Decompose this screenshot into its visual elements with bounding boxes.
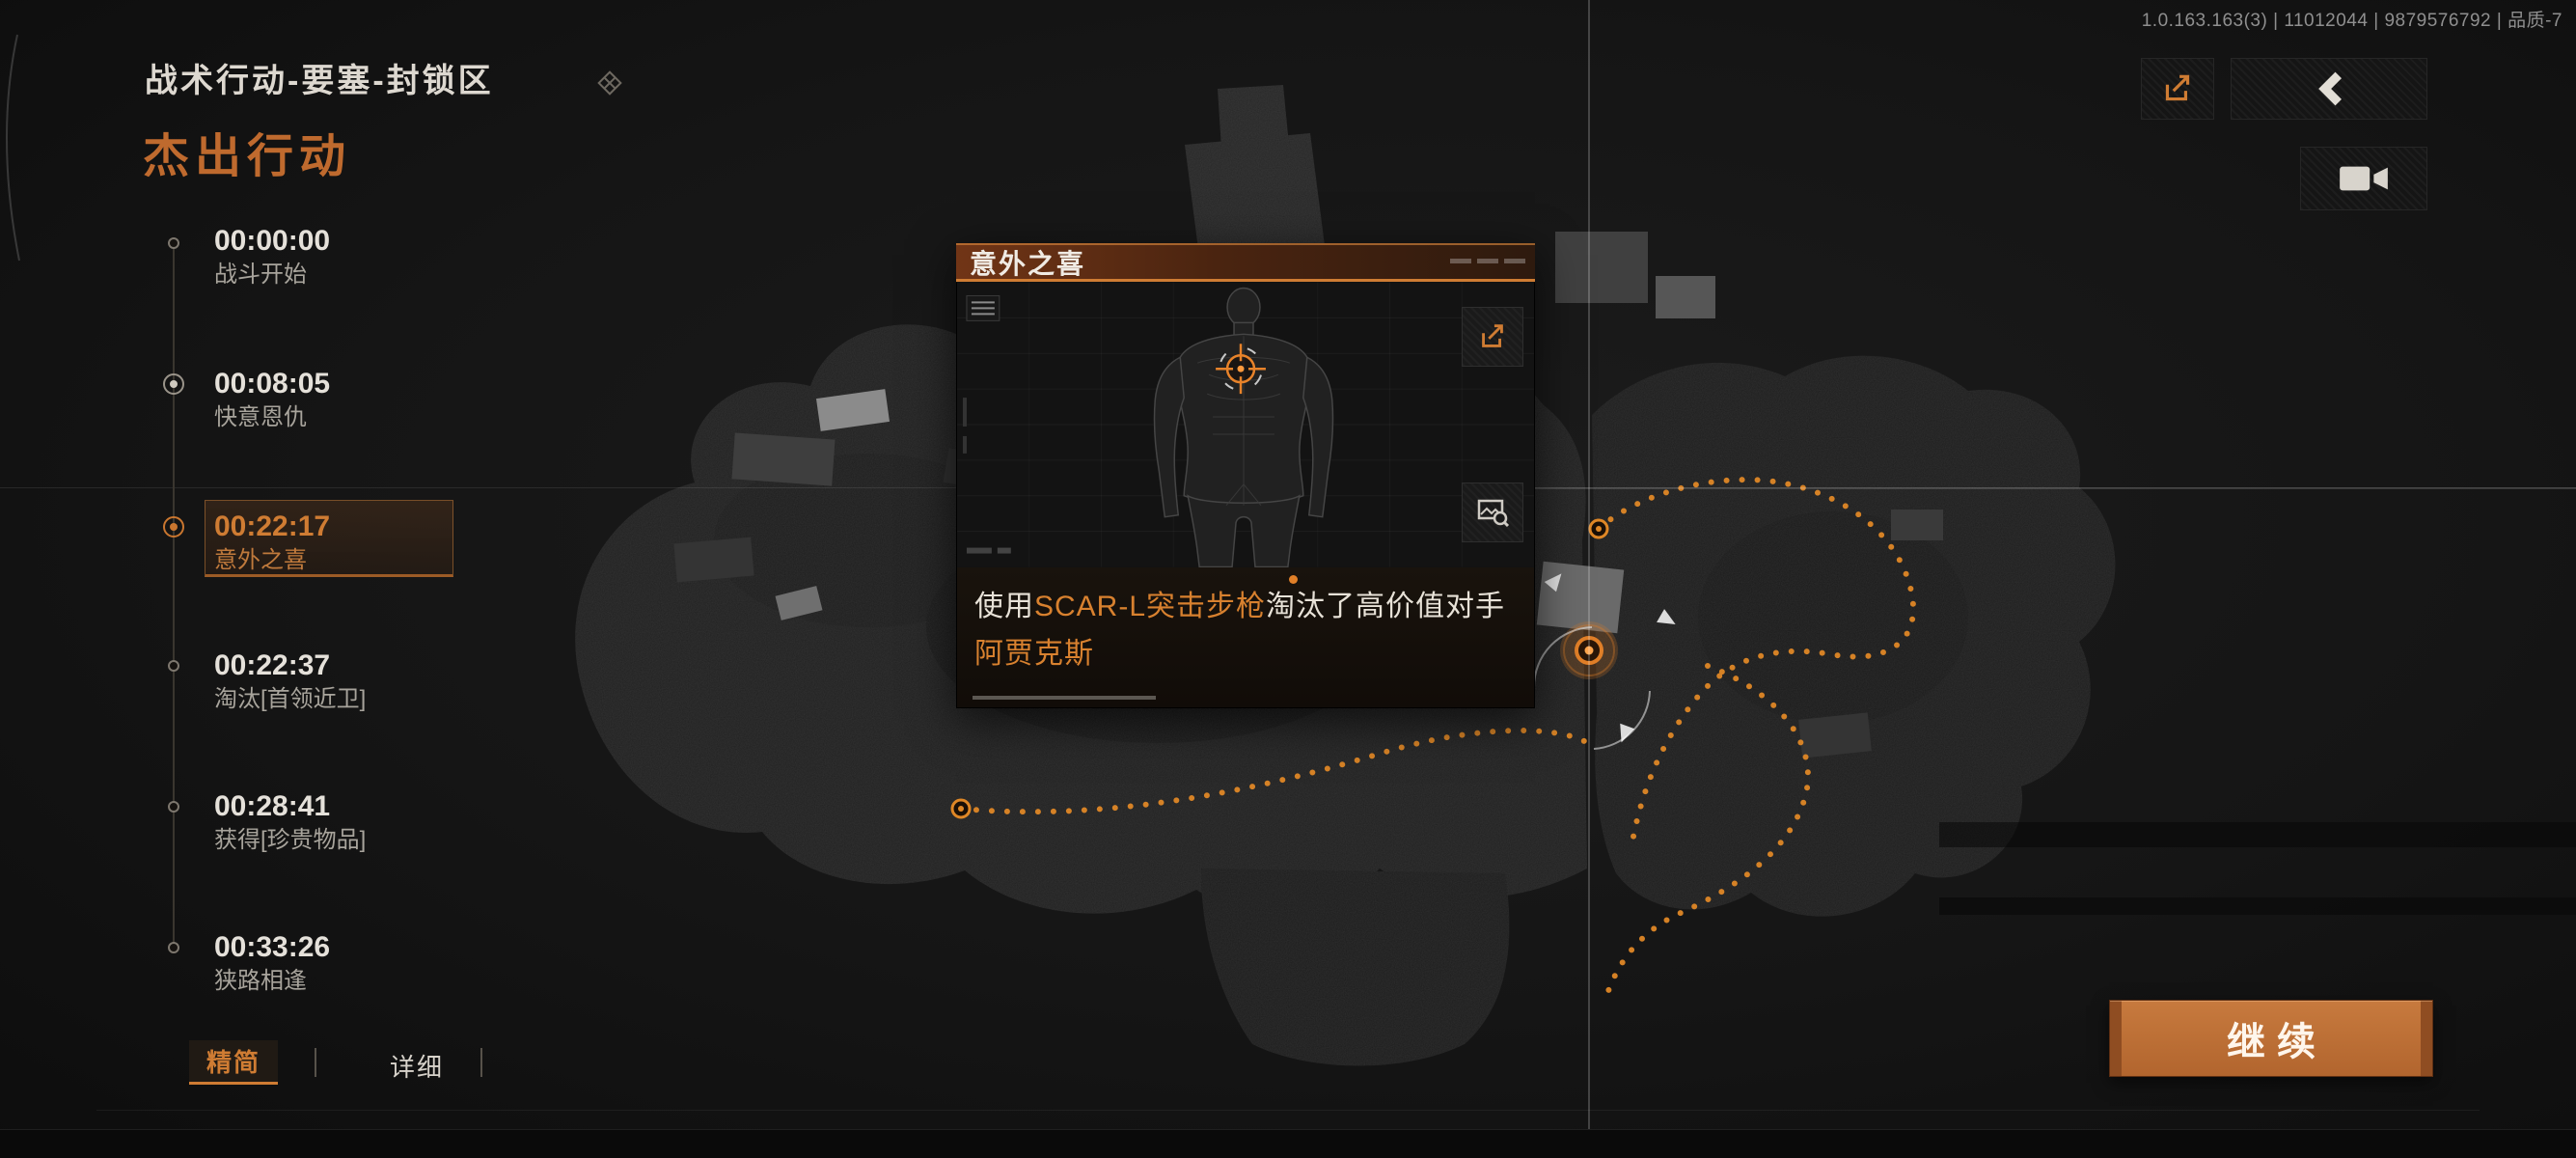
movement-trails xyxy=(958,477,1917,1003)
match-rating-title: 杰出行动 xyxy=(143,131,352,182)
event-time: 00:08:05 xyxy=(214,368,331,400)
tab-detailed[interactable]: 详细 xyxy=(389,1052,444,1082)
crosshair-vertical-line xyxy=(1588,0,1590,1158)
caption-text: 淘汰了高价值对手 xyxy=(1266,591,1506,622)
hit-diagram-panel xyxy=(956,282,1535,567)
event-label: 淘汰[首领近卫] xyxy=(214,686,367,712)
reticle-icon xyxy=(1216,344,1266,395)
build-version-text: 1.0.163.163(3) | 11012044 | 9879576792 |… xyxy=(2141,11,2562,31)
timeline-dot xyxy=(168,660,179,672)
timeline-item-revenge[interactable]: 00:08:05 快意恩仇 xyxy=(214,367,330,432)
share-arrow-icon xyxy=(1482,324,1503,347)
event-time: 00:33:26 xyxy=(214,931,331,963)
bottom-divider xyxy=(96,1110,2480,1111)
diamond-x-icon xyxy=(597,70,622,96)
body-hit-diagram xyxy=(957,282,1534,567)
tab-separator xyxy=(315,1048,316,1077)
mission-title: 战术行动-要塞-封锁区 xyxy=(145,63,494,99)
timeline-item-narrow-encounter[interactable]: 00:33:26 狭路相逢 xyxy=(214,930,330,996)
caption-weapon-name: SCAR-L突击步枪 xyxy=(1034,591,1267,622)
caption-scrollbar[interactable] xyxy=(973,696,1156,700)
tab-separator xyxy=(480,1048,482,1077)
popup-title: 意外之喜 xyxy=(970,248,1086,279)
timeline-line xyxy=(173,243,175,948)
timeline-dot xyxy=(168,942,179,953)
timeline-item-surprise[interactable]: 00:22:17 意外之喜 xyxy=(214,510,330,575)
scanline-strip xyxy=(1939,897,2576,915)
event-time: 00:22:37 xyxy=(214,649,331,681)
video-camera-icon xyxy=(2340,166,2388,191)
event-time: 00:22:17 xyxy=(214,510,331,542)
event-label: 意外之喜 xyxy=(214,547,307,573)
event-caption: 使用SCAR-L突击步枪淘汰了高价值对手阿贾克斯 xyxy=(956,567,1535,708)
corner-decoration xyxy=(6,34,20,262)
replay-video-button[interactable] xyxy=(2300,147,2427,210)
marker-arc xyxy=(1533,626,1651,750)
back-button[interactable] xyxy=(2231,58,2427,120)
diagram-corner-widget xyxy=(962,294,1011,554)
timeline-dot-selected xyxy=(163,516,184,538)
event-time: 00:00:00 xyxy=(214,225,331,257)
popup-image-zoom-button[interactable] xyxy=(1462,482,1523,542)
event-label: 战斗开始 xyxy=(214,262,307,288)
crosshair-horizontal-line-bright xyxy=(1535,487,2576,489)
event-label: 快意恩仇 xyxy=(214,404,307,430)
timeline-dot xyxy=(168,801,179,813)
popup-header: 意外之喜 xyxy=(956,243,1535,282)
event-time: 00:28:41 xyxy=(214,790,331,822)
event-label: 获得[珍贵物品] xyxy=(214,827,367,853)
timeline-item-eliminate-guard[interactable]: 00:22:37 淘汰[首领近卫] xyxy=(214,648,366,714)
selected-event-marker[interactable] xyxy=(1560,621,1618,679)
trail-mid-marker[interactable] xyxy=(1588,518,1609,539)
caption-text: 使用 xyxy=(974,591,1034,622)
timeline-selected-highlight xyxy=(205,500,453,577)
share-arrow-icon xyxy=(2165,74,2190,101)
share-button[interactable] xyxy=(2141,58,2214,120)
popup-share-button[interactable] xyxy=(1462,307,1523,367)
caption-target-name: 阿贾克斯 xyxy=(974,638,1094,670)
timeline-item-rare-loot[interactable]: 00:28:41 获得[珍贵物品] xyxy=(214,789,366,855)
caption-marker-dot xyxy=(1289,575,1298,584)
popup-header-ticks xyxy=(1450,259,1525,263)
trail-start-marker[interactable] xyxy=(950,798,972,819)
scanline-strip xyxy=(1939,822,2576,847)
timeline-item-battle-start[interactable]: 00:00:00 战斗开始 xyxy=(214,224,330,290)
timeline-dot-ring xyxy=(163,373,184,395)
tab-simple[interactable]: 精简 xyxy=(189,1040,278,1085)
timeline-dot xyxy=(168,237,179,249)
chevron-left-icon xyxy=(2318,71,2342,106)
continue-button[interactable]: 继续 xyxy=(2109,1000,2433,1077)
event-label: 狭路相逢 xyxy=(214,968,307,994)
image-zoom-icon xyxy=(1477,499,1510,528)
event-detail-popup: 意外之喜 xyxy=(956,243,1535,708)
bottom-bar xyxy=(0,1129,2576,1158)
